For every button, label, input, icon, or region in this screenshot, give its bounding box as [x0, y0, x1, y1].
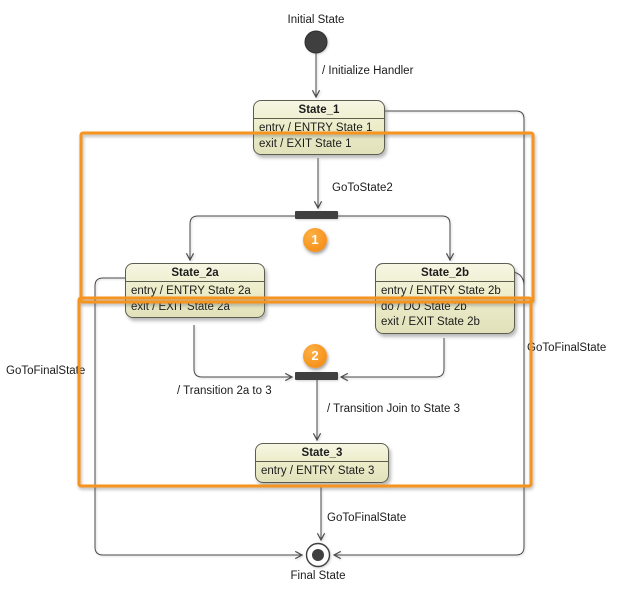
state-title: State_3 — [256, 444, 388, 462]
step-badge-1: 1 — [303, 228, 327, 252]
initial-state-label: Initial State — [287, 14, 345, 26]
final-state-label: Final State — [290, 570, 346, 582]
transition-label-join-to-state3: / Transition Join to State 3 — [327, 403, 460, 415]
state-title: State_2a — [126, 264, 264, 282]
transition-label-initialize-handler: / Initialize Handler — [322, 65, 414, 77]
state-title: State_2b — [376, 264, 514, 282]
state-node-state3: State_3 entry / ENTRY State 3 — [255, 443, 389, 483]
transition-state2a-goto-final-left — [94, 277, 304, 560]
transition-label-goto-final-state3: GoToFinalState — [327, 512, 407, 524]
state-node-state1: State_1 entry / ENTRY State 1 exit / EXI… — [253, 100, 385, 155]
state-action: exit / EXIT State 2a — [131, 300, 230, 313]
step-badge-2: 2 — [303, 344, 327, 368]
state-action: entry / ENTRY State 2b — [381, 285, 501, 297]
transition-label-2a-to-3: / Transition 2a to 3 — [177, 385, 272, 397]
final-state-node — [305, 542, 331, 568]
state-action: do / DO State 2b — [381, 300, 467, 313]
fork-branch-left — [185, 215, 295, 262]
transition-label-goto-state2: GoToState2 — [332, 182, 393, 194]
state-node-state2a: State_2a entry / ENTRY State 2a exit / E… — [125, 263, 265, 318]
state-action: exit / EXIT State 1 — [259, 137, 352, 150]
state-action: entry / ENTRY State 2a — [131, 285, 251, 297]
initial-state-node — [304, 30, 328, 54]
state-action: entry / ENTRY State 1 — [259, 122, 373, 134]
fork-branch-right — [338, 215, 455, 262]
state-action: exit / EXIT State 2b — [381, 316, 480, 328]
state-node-state2b: State_2b entry / ENTRY State 2b do / DO … — [375, 263, 515, 334]
state-action: entry / ENTRY State 3 — [261, 465, 375, 477]
transition-label-goto-final-right: GoToFinalState — [527, 342, 607, 354]
transition-state2a-to-join — [193, 325, 294, 382]
join-bar — [295, 372, 338, 380]
transition-state2b-to-join — [339, 338, 445, 382]
fork-bar — [295, 211, 338, 219]
transition-label-goto-final-left: GoToFinalState — [6, 365, 86, 377]
state-title: State_1 — [254, 101, 384, 119]
